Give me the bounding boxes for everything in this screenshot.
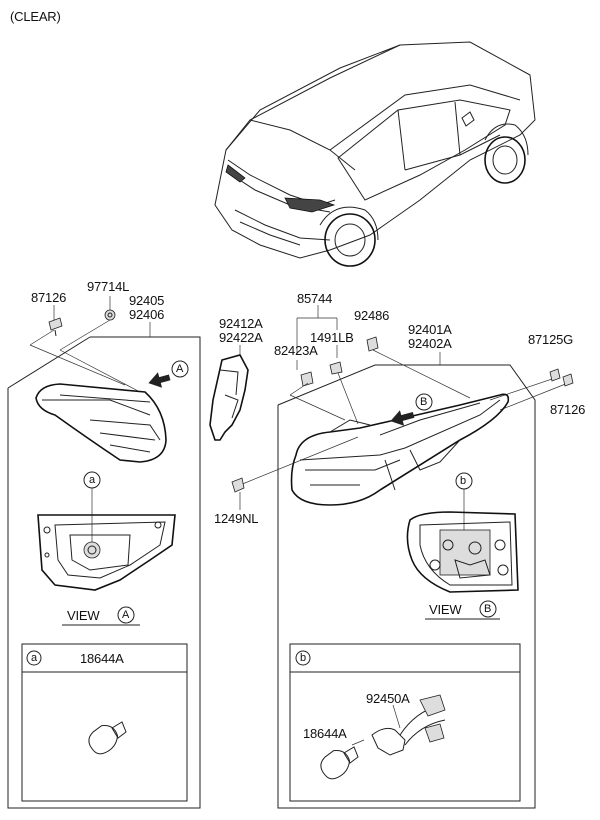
part-92401A[interactable]: 92401A [408,322,452,337]
part-92405[interactable]: 92405 [129,293,165,308]
part-87126-left[interactable]: 87126 [31,290,67,305]
part-97714L[interactable]: 97714L [87,279,130,294]
part-85744[interactable]: 85744 [297,291,333,306]
part-18644A-right[interactable]: 18644A [303,726,347,741]
view-b-callout [390,393,433,426]
vehicle-illustration [214,41,536,267]
diagram-title: (CLEAR) [10,9,61,24]
callout-b-letter: B [420,396,428,408]
part-92406[interactable]: 92406 [129,307,165,322]
detail-box-a [21,643,188,802]
part-82423A[interactable]: 82423A [274,343,318,358]
view-a-label-group [62,606,140,626]
outer-lamp-right [290,393,510,506]
leaders-85744 [296,305,338,370]
view-b-letter: B [484,603,492,615]
view-a-text: VIEW [67,608,100,623]
clip-87126-left [48,317,63,337]
part-1491LB[interactable]: 1491LB [310,330,354,345]
clip-87125G [549,368,561,382]
right-leaders [239,349,569,486]
part-1249NL[interactable]: 1249NL [214,511,259,526]
detail-b-letter: b [460,475,466,487]
clip-87126-right [562,373,574,387]
view-a-letter: A [122,609,130,621]
part-92402A[interactable]: 92402A [408,336,452,351]
part-18644A-left[interactable]: 18644A [80,651,124,666]
view-a-drawing [37,514,176,591]
callout-a-letter: A [176,363,184,375]
part-87125G[interactable]: 87125G [528,332,574,347]
part-92486[interactable]: 92486 [354,308,390,323]
part-92422A[interactable]: 92422A [219,330,263,345]
screw-1491LB [329,361,343,375]
view-b-drawing [406,511,519,593]
detail-a-letter: a [89,474,95,486]
inner-lamp-left [35,383,167,463]
part-87126-right[interactable]: 87126 [550,402,586,417]
part-92450A[interactable]: 92450A [366,691,410,706]
box-a-letter: a [31,652,37,664]
view-b-label-group [425,600,500,620]
bracket-92412A [209,345,249,441]
left-leaders [29,296,141,393]
screw-1249NL [231,477,245,510]
nut-97714L [104,309,116,321]
right-assembly-box [277,352,536,809]
clip-92486 [366,336,379,352]
view-b-text: VIEW [429,602,462,617]
clip-82423A [300,371,314,387]
view-a-callout [148,360,189,388]
part-92412A[interactable]: 92412A [219,316,263,331]
box-b-letter: b [300,652,306,664]
left-assembly-box [7,322,201,809]
detail-box-b [289,643,521,802]
